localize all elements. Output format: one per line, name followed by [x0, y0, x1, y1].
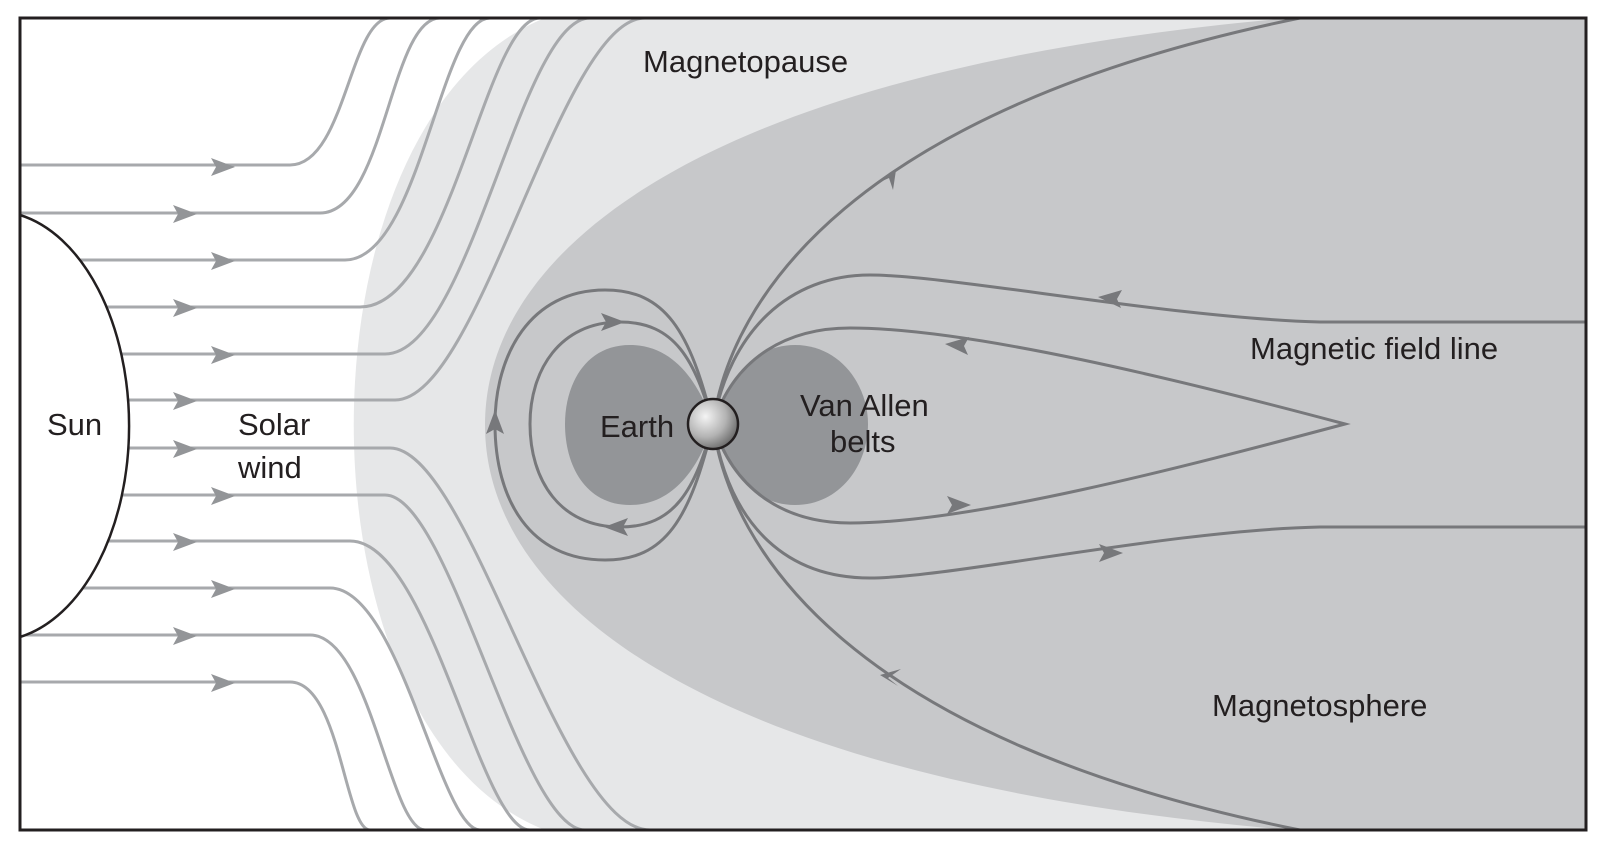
arrow-icon — [1099, 544, 1123, 562]
solar-wind-lines — [20, 18, 651, 830]
solar-wind-line — [20, 446, 651, 830]
magnetic-field-lines — [493, 18, 1586, 830]
arrow-icon — [173, 533, 197, 551]
van-allen-belt-right — [713, 345, 868, 505]
arrow-icon — [211, 158, 235, 176]
field-line-tail-upper — [711, 273, 1586, 425]
arrow-icon — [211, 580, 235, 598]
solar-wind-line — [20, 680, 371, 830]
arrow-icon — [211, 252, 235, 270]
arrow-icon — [211, 487, 235, 505]
field-line-tail-lower — [711, 423, 1586, 580]
earth — [686, 397, 740, 451]
van-allen-label-line1: Van Allen — [800, 388, 929, 423]
magnetopause-label: Magnetopause — [643, 44, 848, 79]
solar-wind-line — [20, 18, 646, 402]
magnetosphere-label: Magnetosphere — [1212, 688, 1427, 723]
van-allen-label-line2: belts — [830, 424, 895, 459]
sun — [18, 213, 131, 639]
solar-wind-line — [20, 18, 391, 167]
earth-label: Earth — [600, 409, 674, 444]
field-line-closed-tail — [711, 326, 1351, 525]
arrow-icon — [173, 392, 197, 410]
solar-wind-line — [20, 539, 531, 830]
solar-wind-line — [20, 18, 541, 309]
solar-wind-line — [20, 18, 441, 215]
solar-wind-label-line1: Solar — [238, 407, 310, 442]
solar-wind-line — [20, 586, 481, 830]
solar-wind-line — [20, 633, 426, 830]
magnetosphere-region — [485, 18, 1586, 830]
magnetic-field-line-label: Magnetic field line — [1250, 331, 1498, 366]
sun-label: Sun — [47, 407, 102, 442]
arrow-icon — [945, 337, 969, 355]
arrow-icon — [880, 669, 901, 686]
arrow-icon — [211, 346, 235, 364]
arrow-icon — [486, 410, 504, 434]
arrow-icon — [1098, 290, 1122, 308]
arrow-icon — [211, 674, 235, 692]
solar-wind-arrows — [173, 158, 235, 692]
frame-border — [18, 16, 1588, 832]
arrow-icon — [173, 627, 197, 645]
van-allen-belt-left — [565, 345, 713, 505]
solar-wind-line — [20, 18, 491, 262]
field-line-dayside-inner — [528, 320, 715, 529]
field-line-tail-upper-open — [711, 18, 1301, 425]
arrow-icon — [173, 440, 197, 458]
arrow-icon — [947, 496, 971, 514]
solar-wind-line — [20, 18, 591, 356]
solar-wind-label-line2: wind — [237, 450, 302, 485]
arrow-icon — [880, 170, 896, 190]
solar-wind-line — [20, 493, 586, 830]
arrow-icon — [173, 205, 197, 223]
arrow-icon — [604, 518, 628, 536]
arrow-icon — [601, 313, 625, 331]
field-line-arrows — [486, 170, 1123, 686]
arrow-icon — [173, 299, 197, 317]
